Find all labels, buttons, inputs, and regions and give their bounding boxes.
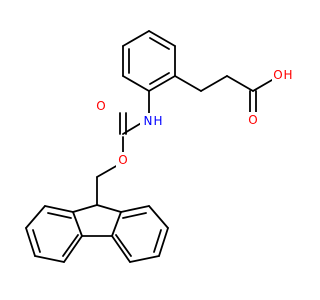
bond	[149, 72, 170, 85]
bond	[122, 212, 147, 219]
atom-label: H	[153, 114, 162, 128]
bond	[44, 205, 74, 213]
bond	[153, 229, 162, 253]
bond	[47, 212, 72, 219]
atom-oxygen-hydroxyl: O H	[272, 67, 294, 83]
bond	[122, 75, 150, 92]
bond	[148, 75, 176, 92]
bond	[34, 255, 65, 263]
atom-nitrogen-amide: N H	[140, 113, 164, 129]
atom-oxygen-carbonyl-carbamate: O	[94, 98, 108, 114]
bond	[111, 235, 131, 263]
atom-label-layer: O H O N H O O	[94, 67, 294, 168]
bond	[158, 227, 169, 257]
bond	[96, 164, 119, 178]
atom-label: O	[118, 153, 127, 167]
atom-label: N	[144, 114, 153, 128]
bond	[72, 211, 83, 237]
atom-label: O	[96, 99, 105, 113]
atom-label: H	[283, 68, 292, 82]
bond	[120, 205, 150, 213]
bond	[111, 211, 122, 237]
bond	[32, 229, 41, 253]
bond	[148, 205, 169, 229]
bond-layer	[25, 30, 273, 263]
bond	[25, 227, 36, 257]
bond	[226, 75, 254, 92]
atom-oxygen-ether: O	[116, 152, 130, 168]
bond	[96, 204, 122, 213]
structure-diagram: O H O N H O O	[25, 30, 294, 263]
bond	[25, 205, 46, 229]
bond	[174, 75, 202, 92]
bond	[200, 75, 228, 92]
atom-oxygen-carbonyl-acid: O	[246, 112, 260, 128]
bond	[62, 234, 79, 257]
bond	[115, 234, 132, 257]
atom-label: O	[248, 113, 257, 127]
atom-label: O	[273, 68, 282, 82]
bond	[63, 235, 83, 263]
bond	[72, 204, 98, 213]
bond	[122, 30, 150, 47]
bond	[129, 255, 160, 263]
bond	[252, 79, 273, 92]
bond	[149, 37, 170, 50]
bond	[148, 30, 176, 47]
